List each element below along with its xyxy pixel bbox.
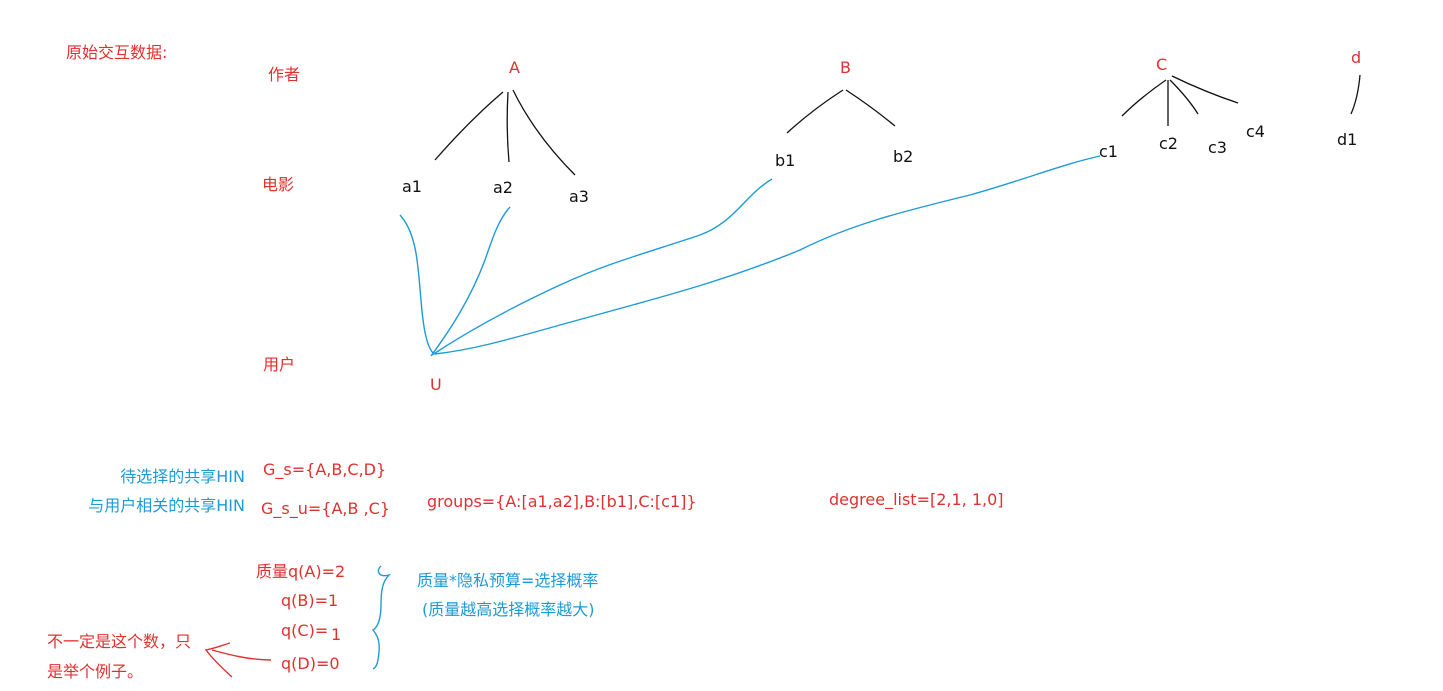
edge-c-c1: [1121, 79, 1167, 117]
user-node-u: U: [430, 375, 442, 394]
candidate-hin-value: G_s={A,B,C,D}: [263, 460, 386, 480]
edge-u-b1: [431, 178, 773, 356]
author-node-d: d: [1351, 48, 1361, 67]
note-line-1: 不一定是这个数，只: [47, 632, 191, 651]
movie-node-c4: c4: [1246, 122, 1265, 141]
quality-c: q(C)=: [281, 621, 328, 640]
movie-node-a2: a2: [493, 178, 513, 197]
movie-node-c2: c2: [1159, 134, 1178, 153]
movie-node-c1: c1: [1099, 142, 1118, 161]
row-label-author: 作者: [268, 65, 300, 84]
quality-d: q(D)=0: [281, 654, 340, 673]
edge-a-a1: [434, 91, 504, 161]
author-node-a: A: [509, 58, 520, 77]
movie-node-a1: a1: [402, 177, 422, 196]
related-hin-label: 与用户相关的共享HIN: [88, 496, 245, 515]
formula-line-2: (质量越高选择概率越大): [422, 600, 595, 619]
edge-u-c1: [434, 155, 1101, 355]
row-label-user: 用户: [263, 355, 295, 374]
edge-c-c3: [1169, 79, 1199, 115]
movie-node-b2: b2: [893, 147, 913, 166]
quality-b: q(B)=1: [281, 591, 338, 610]
note-arrow-head: [204, 642, 233, 678]
edge-a-a3: [512, 89, 576, 176]
movie-node-b1: b1: [775, 151, 795, 170]
movie-node-c3: c3: [1208, 138, 1227, 157]
diagram-title: 原始交互数据:: [66, 43, 167, 62]
edge-b-b1: [786, 89, 844, 134]
edge-d-d1: [1350, 74, 1361, 115]
quality-c-value: 1: [331, 625, 341, 644]
formula-line-1: 质量*隐私预算=选择概率: [417, 571, 598, 590]
quality-a: 质量q(A)=2: [256, 562, 345, 581]
author-node-b: B: [840, 58, 851, 77]
groups-value: groups={A:[a1,a2],B:[b1],C:[c1]}: [427, 492, 697, 511]
edge-u-a2: [430, 206, 511, 357]
row-label-movie: 电影: [262, 175, 294, 194]
candidate-hin-label: 待选择的共享HIN: [120, 467, 245, 486]
related-hin-value: G_s_u={A,B ,C}: [261, 499, 390, 519]
movie-node-d1: d1: [1337, 130, 1357, 149]
degree-list-value: degree_list=[2,1, 1,0]: [829, 490, 1004, 510]
movie-node-a3: a3: [569, 187, 589, 206]
edge-a-a2: [506, 91, 510, 163]
quality-brace: [371, 565, 392, 670]
edge-b-b2: [845, 89, 896, 127]
note-arrow-shaft: [211, 649, 272, 661]
edge-c-c4: [1171, 75, 1239, 104]
note-line-2: 是举个例子。: [47, 662, 143, 681]
author-node-c: C: [1156, 55, 1167, 74]
edge-u-a1: [399, 214, 434, 354]
